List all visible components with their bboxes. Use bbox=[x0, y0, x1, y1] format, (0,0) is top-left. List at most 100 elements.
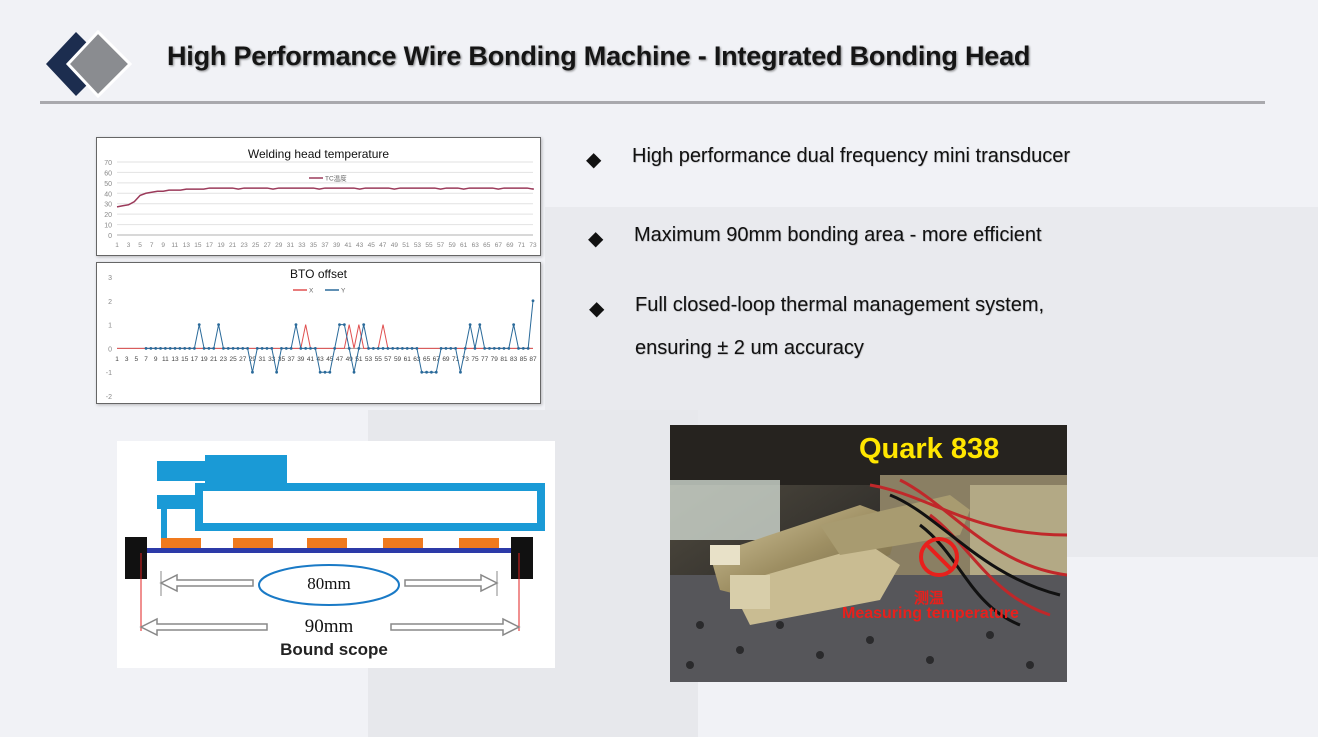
data-point bbox=[159, 347, 162, 350]
y-tick-label: 60 bbox=[104, 170, 112, 177]
data-point bbox=[386, 347, 390, 350]
x-tick-label: 3 bbox=[127, 242, 131, 249]
bullet-text: Maximum 90mm bonding area - more efficie… bbox=[634, 224, 1042, 246]
y-tick-label: 0 bbox=[108, 346, 112, 353]
x-tick-label: 35 bbox=[310, 242, 318, 249]
data-point bbox=[188, 347, 191, 350]
x-tick-label: 71 bbox=[452, 356, 460, 363]
x-tick-label: 55 bbox=[375, 356, 383, 363]
y-tick-label: 50 bbox=[104, 181, 112, 188]
x-tick-label: 15 bbox=[194, 242, 202, 249]
data-point bbox=[284, 347, 288, 350]
data-point bbox=[333, 347, 337, 350]
data-point bbox=[236, 347, 240, 350]
x-tick-label: 27 bbox=[264, 242, 272, 249]
x-tick-label: 7 bbox=[144, 356, 148, 363]
x-tick-label: 1 bbox=[115, 356, 119, 363]
x-tick-label: 9 bbox=[154, 356, 158, 363]
x-tick-label: 57 bbox=[384, 356, 392, 363]
y-tick-label: 3 bbox=[108, 275, 112, 282]
data-point bbox=[425, 370, 428, 374]
data-point bbox=[410, 347, 414, 350]
data-point bbox=[420, 370, 424, 374]
x-tick-label: 5 bbox=[138, 242, 142, 249]
series-line-TC温度 bbox=[116, 187, 534, 208]
data-point bbox=[405, 347, 409, 350]
x-tick-label: 1 bbox=[115, 242, 119, 249]
x-tick-label: 85 bbox=[520, 356, 528, 363]
x-tick-label: 77 bbox=[481, 356, 489, 363]
data-point bbox=[371, 347, 375, 350]
data-point bbox=[449, 347, 453, 350]
x-tick-label: 45 bbox=[368, 242, 376, 249]
data-point bbox=[226, 347, 230, 350]
data-point bbox=[376, 347, 380, 350]
machine-illustration bbox=[670, 425, 1067, 682]
y-tick-label: 70 bbox=[104, 160, 112, 167]
data-point bbox=[473, 347, 477, 350]
x-tick-label: 11 bbox=[171, 242, 178, 249]
bonding-head-photo: Quark 838 测温 Measuring temperature bbox=[670, 425, 1067, 682]
x-tick-label: 65 bbox=[423, 356, 431, 363]
data-point bbox=[246, 347, 250, 350]
diagram-caption: Bound scope bbox=[280, 640, 388, 659]
x-tick-label: 17 bbox=[206, 242, 214, 249]
x-tick-label: 67 bbox=[433, 356, 441, 363]
x-tick-label: 53 bbox=[414, 242, 422, 249]
inner-dimension-label: 80mm bbox=[307, 574, 351, 593]
x-tick-label: 57 bbox=[437, 242, 445, 249]
x-tick-label: 27 bbox=[239, 356, 247, 363]
chart-title: Welding head temperature bbox=[247, 147, 390, 161]
x-tick-label: 63 bbox=[472, 242, 480, 249]
data-point bbox=[154, 347, 158, 350]
chart-title: BTO offset bbox=[290, 267, 347, 281]
data-point bbox=[280, 347, 283, 350]
data-point bbox=[521, 347, 525, 350]
x-tick-label: 43 bbox=[317, 356, 325, 363]
data-point bbox=[299, 347, 303, 350]
data-point bbox=[400, 347, 404, 350]
data-point bbox=[512, 323, 516, 326]
outer-dimension-label: 90mm bbox=[304, 616, 354, 637]
x-tick-label: 81 bbox=[500, 356, 508, 363]
bullet-text: High performance dual frequency mini tra… bbox=[632, 145, 1070, 167]
bullet-text: ensuring ± 2 um accuracy bbox=[635, 337, 864, 359]
data-point bbox=[217, 323, 220, 326]
data-point bbox=[338, 323, 341, 326]
data-point bbox=[328, 370, 332, 374]
data-point bbox=[192, 347, 196, 350]
data-point bbox=[144, 347, 148, 350]
x-tick-label: 41 bbox=[307, 356, 315, 363]
x-tick-label: 39 bbox=[297, 356, 305, 363]
x-tick-label: 83 bbox=[510, 356, 518, 363]
diamond-bullet-icon: ◆ bbox=[586, 149, 602, 171]
data-point bbox=[430, 370, 433, 374]
x-tick-label: 23 bbox=[240, 242, 248, 249]
x-tick-label: 37 bbox=[321, 242, 329, 249]
data-point bbox=[163, 347, 167, 350]
data-point bbox=[357, 347, 361, 350]
x-tick-label: 67 bbox=[495, 242, 503, 249]
bullet-text: Full closed-loop thermal management syst… bbox=[635, 294, 1045, 316]
data-point bbox=[289, 347, 293, 350]
x-tick-label: 21 bbox=[229, 242, 237, 249]
data-point bbox=[415, 347, 419, 350]
data-point bbox=[396, 347, 399, 350]
x-tick-label: 45 bbox=[326, 356, 334, 363]
data-point bbox=[439, 347, 443, 350]
data-point bbox=[463, 347, 467, 350]
logo bbox=[46, 30, 133, 98]
title-divider bbox=[40, 101, 1265, 104]
data-point bbox=[526, 347, 530, 350]
measure-label-cn: 测温 bbox=[914, 590, 945, 607]
y-tick-label: -1 bbox=[106, 370, 112, 377]
data-point bbox=[207, 347, 211, 350]
data-point bbox=[275, 370, 279, 374]
x-tick-label: 7 bbox=[150, 242, 154, 249]
legend-label: Y bbox=[341, 288, 346, 295]
data-point bbox=[381, 347, 385, 350]
x-tick-label: 15 bbox=[181, 356, 189, 363]
data-point bbox=[444, 347, 448, 350]
